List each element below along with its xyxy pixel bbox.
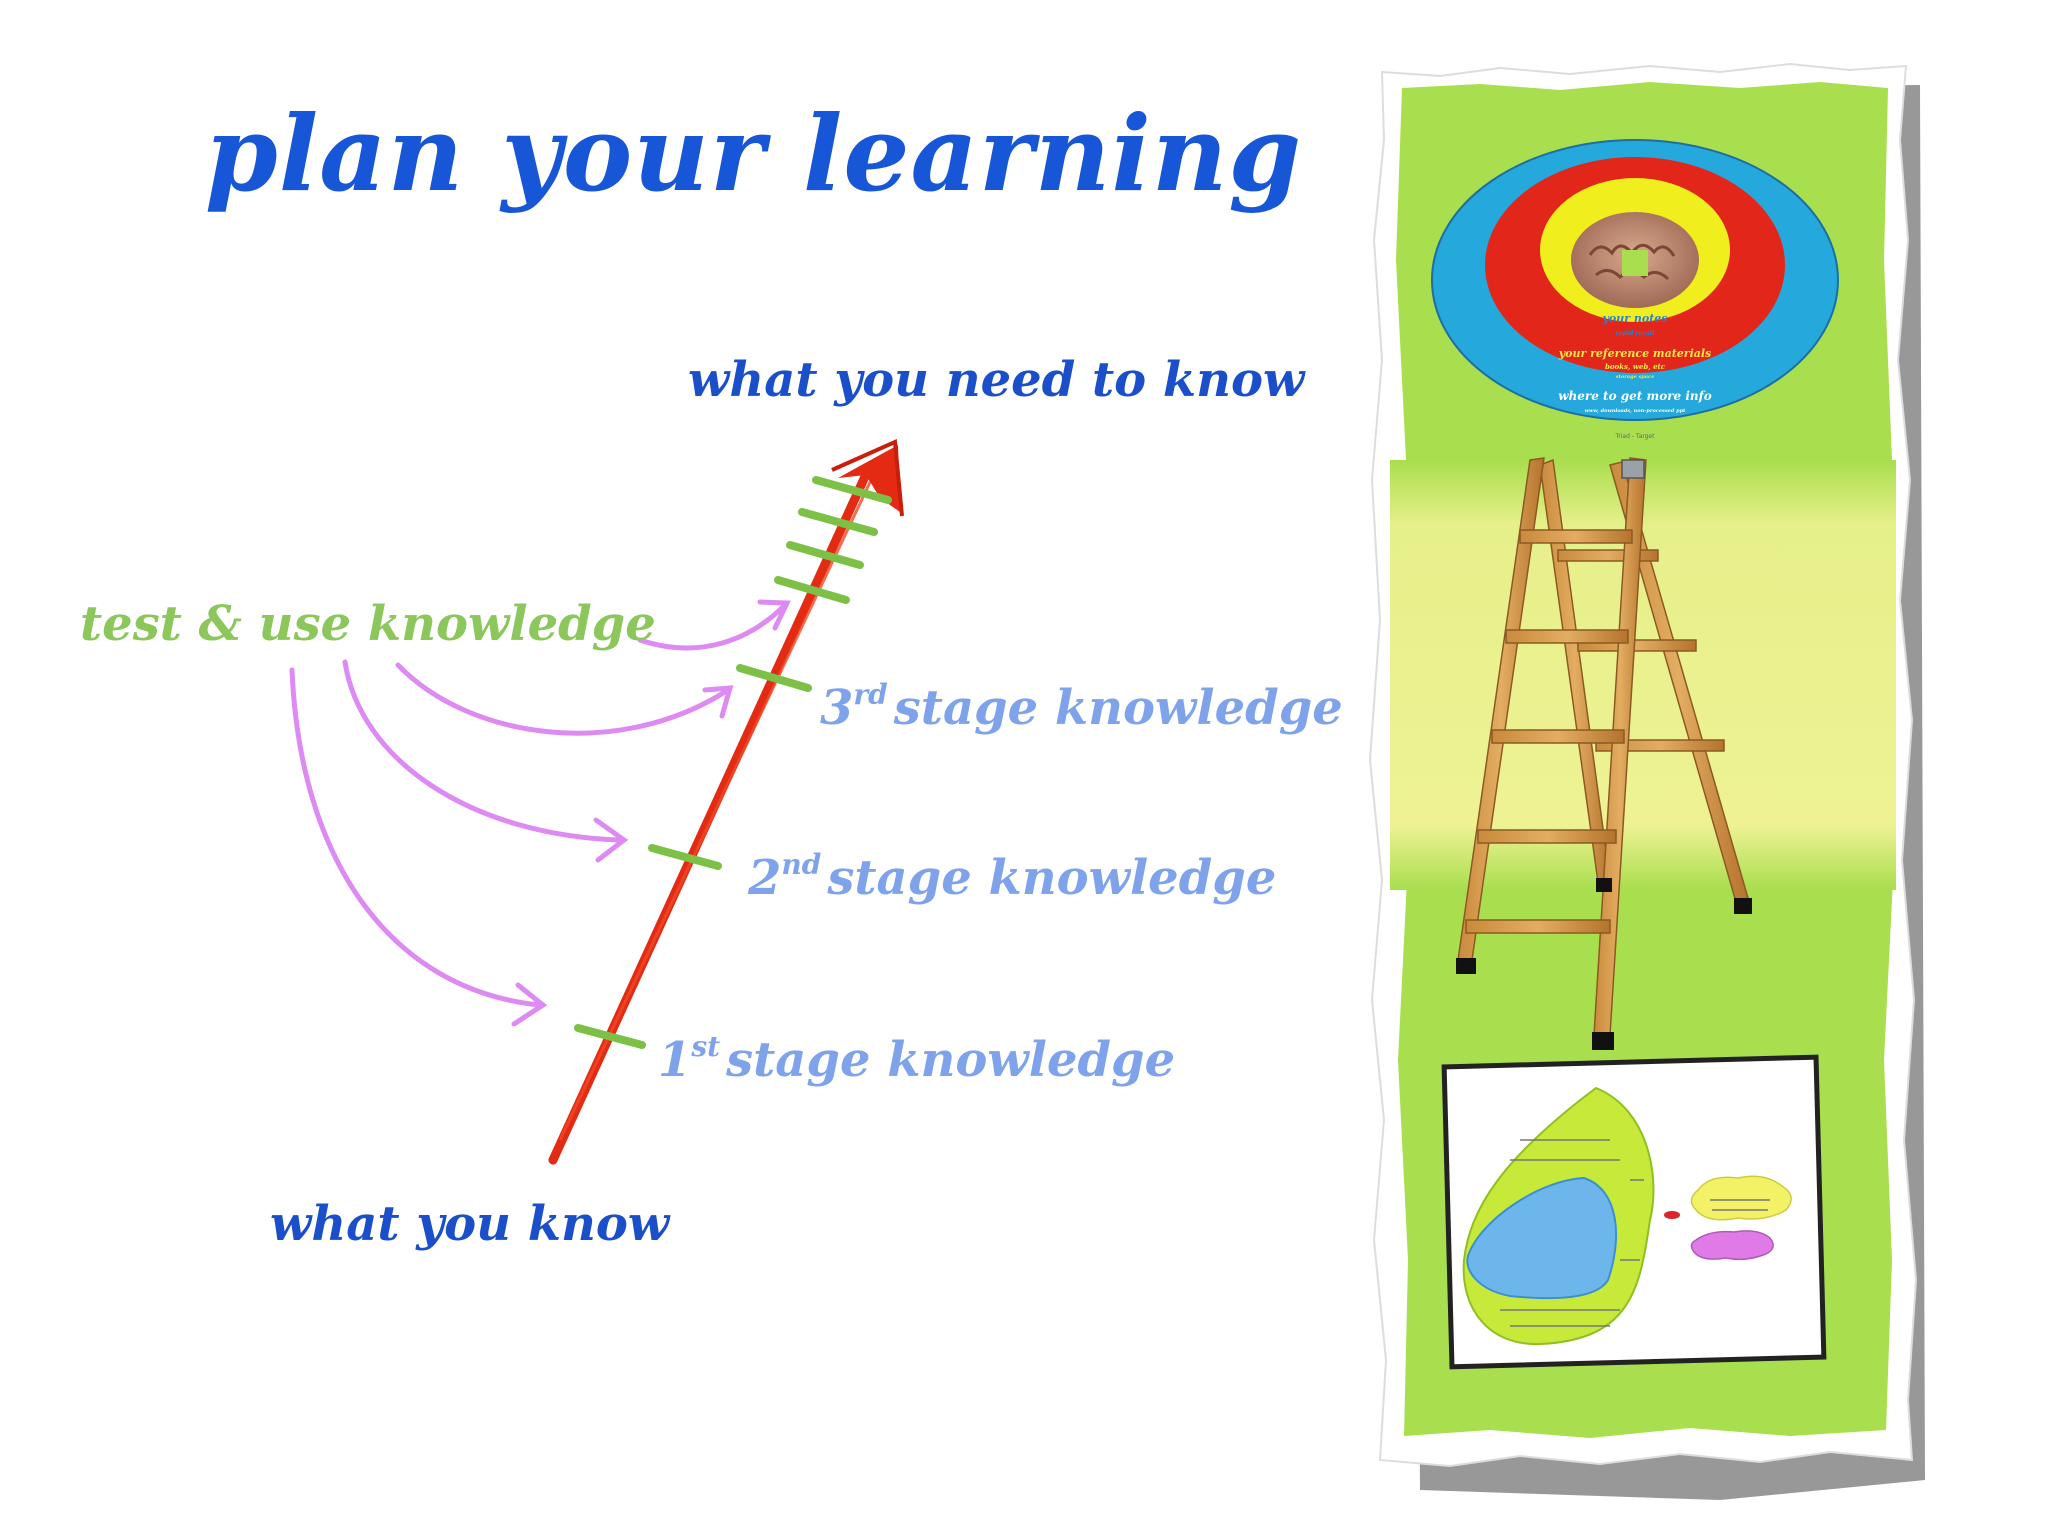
pink-arrow-2nd <box>342 659 623 843</box>
tick-2nd <box>648 844 722 870</box>
ladder-foot-4 <box>1734 898 1752 914</box>
ladder-front-rung-3 <box>1491 729 1625 744</box>
ladder-foot-2 <box>1592 1032 1614 1050</box>
ladder-hinge <box>1621 459 1645 479</box>
ladder-back-rung-1 <box>1557 549 1659 562</box>
tick-3rd <box>736 664 812 692</box>
ladder-front-rung-5 <box>1465 919 1611 934</box>
tick-b <box>786 541 864 569</box>
target-red-title: your reference materials <box>1558 347 1712 360</box>
target-caption: Triad - Target <box>1615 433 1656 440</box>
tick-c <box>798 508 878 536</box>
ladder-foot-1 <box>1456 958 1476 974</box>
start-label: what you know <box>270 1196 670 1252</box>
tick-1st <box>574 1024 646 1049</box>
target-yellow-sub: rapid recall <box>1616 330 1656 337</box>
mindmap-pink-cloud <box>1690 1230 1774 1261</box>
target-yellow-title: your notes <box>1602 312 1668 325</box>
tick-a <box>774 576 850 604</box>
ladder-front-rung-2 <box>1505 629 1629 644</box>
mindmap-yellow-cloud <box>1690 1175 1792 1221</box>
mindmap-center-node <box>1664 1211 1680 1219</box>
ladder-front-rung-1 <box>1519 529 1633 544</box>
pink-arrowhead-1st <box>511 982 548 1027</box>
progress-arrowhead-stroke <box>831 439 904 517</box>
stage2-suffix: nd <box>781 848 822 881</box>
test-use-label: test & use knowledge <box>80 596 656 652</box>
illustration-panel: your notes rapid recall your reference m… <box>1368 62 1925 1500</box>
pink-arrow-top <box>637 602 788 651</box>
stage2-number: 2 <box>748 850 782 906</box>
target-blue-sub: www, downloads, non-processed ppt <box>1585 408 1686 414</box>
stage1-number: 1 <box>658 1032 692 1088</box>
target-graphic: your notes rapid recall your reference m… <box>1431 139 1839 440</box>
page-title: plan your learning <box>205 92 1303 215</box>
stage3-text: stage knowledge <box>893 680 1343 736</box>
pink-arrow-3rd <box>395 662 731 736</box>
ladder-image <box>1456 457 1752 1050</box>
pink-arrowhead-2nd <box>593 817 629 863</box>
ladder-back-rung-2 <box>1577 639 1697 652</box>
mindmap-image <box>1441 1054 1827 1370</box>
ladder-foot-3 <box>1596 878 1612 892</box>
goal-label: what you need to know <box>688 352 1305 408</box>
stage3-number: 3 <box>820 680 854 736</box>
ladder-back-rung-3 <box>1595 739 1725 752</box>
mindmap-blue-area <box>1466 1176 1617 1300</box>
stage1-suffix: st <box>691 1030 721 1063</box>
ladder-band <box>1390 460 1896 890</box>
stage3-suffix: rd <box>853 678 888 711</box>
stage1-text: stage knowledge <box>726 1032 1176 1088</box>
stage2-text: stage knowledge <box>827 850 1277 906</box>
learning-diagram <box>289 439 904 1165</box>
tick-d <box>812 476 892 504</box>
pink-arrows <box>289 599 791 1027</box>
brain-marker <box>1622 250 1648 276</box>
pink-arrowhead-3rd <box>702 685 734 719</box>
target-red-sub: books, web, etc <box>1605 362 1666 371</box>
target-blue-title: where to get more info <box>1558 389 1712 403</box>
pink-arrowhead-top <box>757 599 791 631</box>
target-red-sub2: storage space <box>1616 374 1655 380</box>
stage-ticks <box>574 476 892 1049</box>
mindmap-branch-lines <box>1500 1139 1770 1327</box>
ladder-front-rung-4 <box>1477 829 1617 844</box>
pink-arrow-1st <box>289 667 543 1008</box>
